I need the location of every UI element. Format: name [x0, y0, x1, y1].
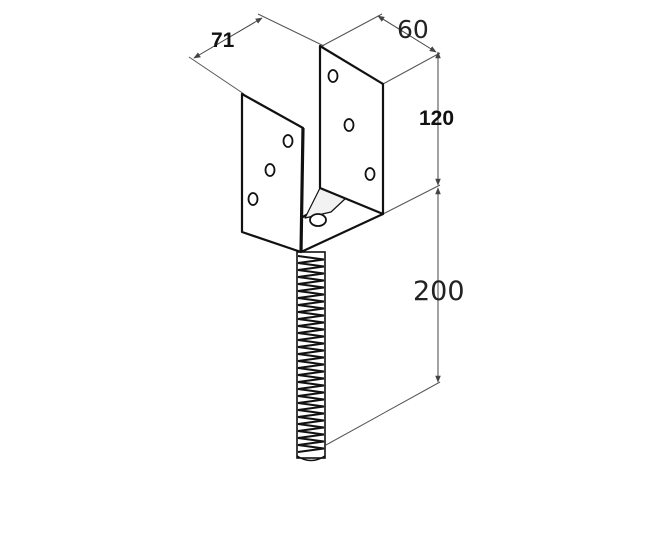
rod-thread	[297, 255, 325, 453]
back-hole-2	[343, 118, 355, 132]
front-hole-1	[282, 134, 294, 148]
ext-71-left	[188, 56, 245, 95]
front-hole-3	[247, 192, 259, 206]
ext-200-bottom	[325, 381, 441, 446]
rod-end	[296, 455, 326, 462]
base-hole	[309, 213, 327, 227]
extension-lines	[188, 13, 441, 446]
dim-line-71	[193, 17, 263, 59]
ext-120-bottom	[382, 184, 441, 215]
back-hole-3	[364, 167, 376, 181]
dim-label-120: 120	[419, 107, 454, 130]
ext-60-right	[382, 52, 441, 85]
dim-label-71: 71	[211, 29, 235, 52]
ext-71-right	[257, 13, 325, 47]
threaded-rod	[296, 251, 326, 462]
dimension-lines	[193, 15, 441, 383]
front-plate-edge	[299, 127, 305, 253]
back-hole-1	[327, 69, 339, 83]
u-bracket	[240, 44, 385, 254]
dim-label-200: 200	[413, 276, 465, 307]
dim-line-60	[377, 15, 437, 53]
dim-label-60: 60	[397, 15, 429, 44]
ext-60-left	[321, 13, 383, 47]
front-hole-2	[264, 163, 276, 177]
